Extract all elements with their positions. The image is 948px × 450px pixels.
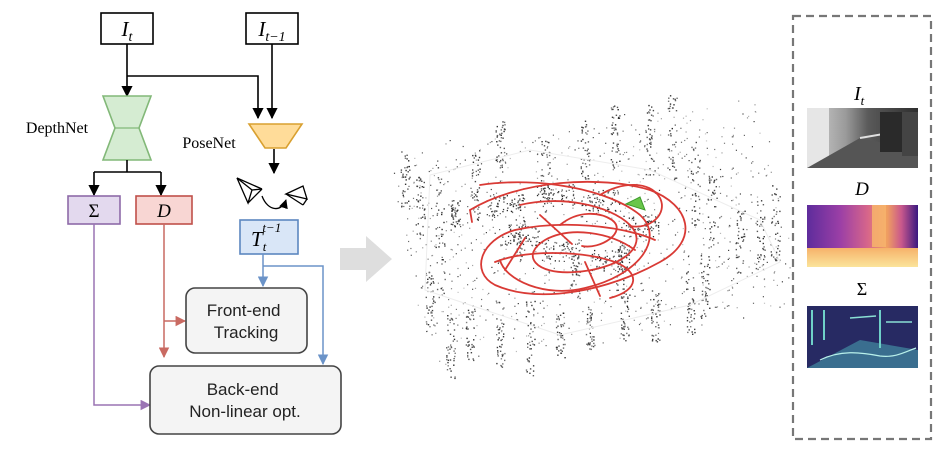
input-previous-sub: t−1 [265, 30, 285, 45]
backend-optimization-module: Back-end Non-linear opt. [149, 365, 342, 435]
input-frame-current: It [100, 12, 154, 45]
point-cloud-points [393, 95, 797, 380]
depthnet-label: DepthNet [26, 120, 89, 137]
posenet-block: PoseNet [182, 123, 304, 152]
uncertainty-symbol: Σ [88, 201, 99, 222]
camera-trajectory [469, 180, 687, 299]
outputs-preview-panel: It D Σ [791, 14, 933, 441]
svg-text:Back-end Non-linear opt.: Back-end Non-linear opt. [189, 380, 301, 421]
depth-map-thumbnail [807, 205, 918, 267]
frontend-line-2: Tracking [214, 323, 279, 342]
flow-arrow-to-map [340, 236, 392, 282]
panel-image-label: It [853, 83, 865, 108]
depth-symbol: D [156, 201, 171, 222]
pose-base: T [251, 227, 264, 251]
current-camera-marker [624, 196, 646, 211]
backend-line-1: Back-end [207, 380, 279, 399]
input-connectors [121, 44, 278, 120]
rgb-image-thumbnail [807, 108, 919, 168]
point-cloud-map [393, 95, 797, 380]
floor-outline [424, 149, 781, 336]
pose-sup: t−1 [262, 220, 281, 235]
input-current-sub: t [129, 30, 134, 45]
frontend-tracking-module: Front-end Tracking [185, 287, 308, 354]
pose-sub: t [263, 239, 267, 254]
uncertainty-output-box: Σ [67, 195, 121, 225]
panel-depth-label: D [854, 179, 869, 200]
panel-image-sub: t [861, 93, 865, 108]
relative-pose-box: Tt t−1 [239, 219, 299, 255]
panel-uncertainty-label: Σ [857, 279, 867, 299]
svg-text:It−1: It−1 [257, 17, 285, 45]
posenet-label: PoseNet [182, 135, 236, 152]
input-previous-base: I [257, 17, 266, 41]
svg-text:Ttt−1: Tt t−1 [251, 220, 281, 254]
depth-output-box: D [135, 195, 193, 225]
uncertainty-map-thumbnail [807, 306, 918, 368]
svg-text:Front-end Tracking: Front-end Tracking [207, 301, 285, 342]
input-current-base: I [121, 17, 130, 41]
pose-connectors [257, 254, 329, 366]
depthnet-block: DepthNet [26, 95, 153, 161]
input-frame-previous: It−1 [245, 12, 299, 45]
backend-line-2: Non-linear opt. [189, 402, 301, 421]
frontend-line-1: Front-end [207, 301, 281, 320]
panel-image-base: I [853, 83, 862, 105]
svg-text:It: It [121, 17, 134, 45]
depthnet-output-connectors [88, 160, 167, 197]
depth-connectors [158, 224, 187, 359]
uncertainty-to-backend-arrow [93, 224, 152, 411]
camera-pair-icon [236, 177, 308, 210]
